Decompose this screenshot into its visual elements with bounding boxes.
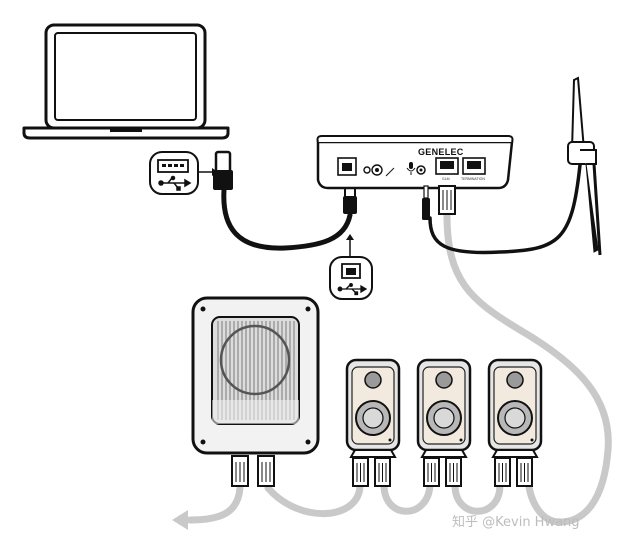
studio-monitor-group [345,358,543,487]
laptop-icon [22,23,230,140]
rj45-connector-icon [445,457,462,487]
return-arrow-icon [172,510,188,530]
usb-symbol-icon [158,175,192,191]
rj45-connector-icon [352,457,369,487]
rj45-connector-icon [494,457,511,487]
studio-monitor-icon [416,358,472,487]
sub-port-label: TERMINATION [461,177,485,181]
rj45-connector-icon [516,457,533,487]
usb-b-port-icon [341,263,361,279]
brand-label: GENELEC [418,147,464,157]
usb-b-port-callout [329,234,373,300]
microphone-icon [406,162,416,175]
microphone-cable [422,163,582,255]
usb-cable [221,187,353,251]
usb-a-port-icon [157,159,189,173]
net-port-label: GLM [442,177,450,181]
rj45-connector-icon [423,457,440,487]
watermark: 知乎 @Kevin Hwang [452,514,580,530]
usb-a-plug [213,150,233,190]
rj45-connector-icon [374,457,391,487]
studio-monitor-icon [487,358,543,487]
rj45-connector-icon [438,185,456,215]
usb-b-plug [343,187,357,214]
antenna-icon [567,76,602,256]
network-cable [186,211,612,526]
usb-a-port-callout [149,151,218,195]
glm-network-adapter: GENELEC GLM TERMINATION [316,135,514,190]
subwoofer-icon [191,296,320,487]
studio-monitor-icon [345,358,401,487]
